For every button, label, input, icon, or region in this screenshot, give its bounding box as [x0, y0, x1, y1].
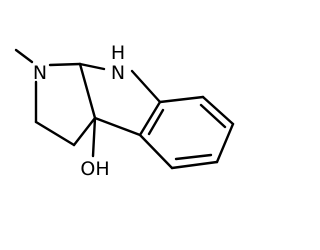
bond-c2-c3 — [34, 120, 76, 147]
bond-nh-c7a — [130, 69, 162, 104]
bond-double-c7-c6 — [199, 103, 227, 129]
bond-c7a-c4a — [138, 100, 162, 137]
structure-canvas: H N N OH — [14, 42, 235, 180]
atom-label-hydroxyl: OH — [80, 158, 109, 180]
atom-label-n-methyl: N — [33, 62, 47, 84]
bond-c7a-c7 — [158, 95, 205, 104]
bond-c5-c4 — [170, 160, 219, 170]
bond-double-c7a-c4a — [147, 108, 165, 136]
bond-c4-c4a — [138, 133, 174, 170]
molecule-diagram: H N N OH — [14, 42, 235, 180]
atom-label-nh-h: H — [111, 42, 125, 64]
bond-c3a-c4a — [93, 116, 142, 137]
bond-c3a-oh — [91, 116, 97, 158]
bond-n1-c8a — [48, 62, 82, 67]
bond-c3-c3a — [72, 116, 97, 147]
bond-c7-c6 — [201, 95, 235, 126]
bond-c8a-c3a — [78, 62, 97, 120]
bond-c6-c5 — [215, 122, 235, 164]
atom-label-nh: N — [111, 62, 125, 84]
bond-double-c5-c4 — [174, 153, 213, 161]
bond-methyl-n — [14, 48, 34, 64]
bond-c8a-nh — [78, 62, 106, 71]
